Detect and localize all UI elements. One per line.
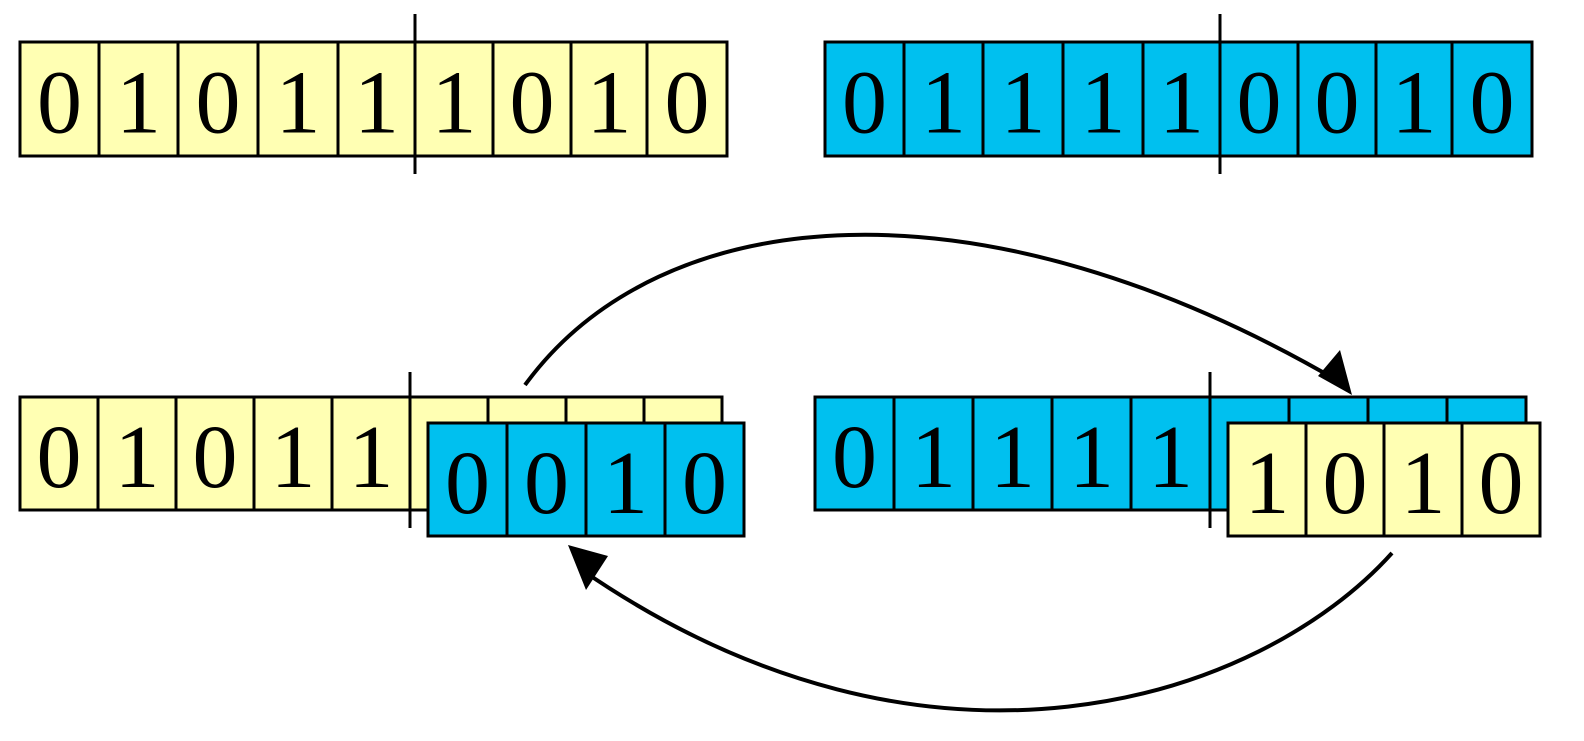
swap-arrow-bottom-head bbox=[568, 545, 608, 590]
parent-a-cell bbox=[491, 40, 573, 158]
parent-b-cell bbox=[1374, 40, 1454, 158]
parent-a-cell bbox=[176, 40, 260, 158]
parent-a-cell bbox=[569, 40, 649, 158]
parent-b-bit: 1 bbox=[1081, 54, 1126, 153]
offspring-b-tail-bit: 0 bbox=[1479, 434, 1524, 533]
offspring-a-tail-cell bbox=[505, 421, 588, 538]
offspring-b-head-bit: 1 bbox=[1069, 408, 1114, 507]
parent-b-cell bbox=[823, 40, 906, 158]
offspring-a-tail-bit: 0 bbox=[524, 434, 569, 533]
parent-a-bit: 1 bbox=[276, 54, 321, 153]
parent-b-bit: 1 bbox=[921, 54, 966, 153]
parent-a-bit: 0 bbox=[510, 54, 555, 153]
swap-arrow-top bbox=[523, 232, 1347, 387]
offspring-a-head-cell bbox=[96, 395, 178, 512]
parent-a-cell bbox=[336, 40, 417, 158]
parent-b-bit: 1 bbox=[1001, 54, 1046, 153]
offspring-a-head-bit: 1 bbox=[349, 408, 394, 507]
parent-a-bit: 0 bbox=[196, 54, 241, 153]
parent-b-cell bbox=[1296, 40, 1378, 158]
parent-a-cell bbox=[645, 40, 729, 158]
parent-a-bit: 0 bbox=[37, 54, 82, 153]
offspring-b-head-cell bbox=[892, 395, 975, 512]
parent-a-bit: 1 bbox=[354, 54, 399, 153]
parent-b-bit: 0 bbox=[1470, 54, 1515, 153]
parent-b-cell bbox=[902, 40, 985, 158]
parent-b-bit: 0 bbox=[842, 54, 887, 153]
offspring-b-tail-cell bbox=[1460, 421, 1542, 538]
offspring-b-head-bit: 0 bbox=[832, 408, 877, 507]
offspring-a-head-cell bbox=[330, 395, 412, 512]
parent-a-bit: 1 bbox=[587, 54, 632, 153]
parent-a-bit: 1 bbox=[432, 54, 477, 153]
offspring-a-head-bit: 1 bbox=[271, 408, 316, 507]
offspring-b-head-cell bbox=[1050, 395, 1133, 512]
offspring-b-tail-cell bbox=[1226, 421, 1308, 538]
parent-a-cell bbox=[97, 40, 180, 158]
parent-b-bit: 0 bbox=[1315, 54, 1360, 153]
offspring-b-tail-bit: 0 bbox=[1323, 434, 1368, 533]
offspring-a-tail-bit: 0 bbox=[682, 434, 727, 533]
parent-a-bit: 1 bbox=[116, 54, 161, 153]
parent-b-cell bbox=[1450, 40, 1534, 158]
offspring-a-tail-cell bbox=[584, 421, 667, 538]
parent-b-bit: 0 bbox=[1237, 54, 1282, 153]
offspring-b-head-bit: 1 bbox=[1148, 408, 1193, 507]
offspring-b-tail-cell bbox=[1304, 421, 1386, 538]
offspring-b-tail-bit: 1 bbox=[1245, 434, 1290, 533]
swap-arrow-top-head bbox=[1318, 350, 1352, 395]
offspring-b-tail-bit: 1 bbox=[1401, 434, 1446, 533]
parent-a-bit: 0 bbox=[665, 54, 710, 153]
offspring-a-tail-bit: 1 bbox=[603, 434, 648, 533]
offspring-b-tail-cell bbox=[1382, 421, 1464, 538]
parent-b-cell bbox=[1061, 40, 1145, 158]
offspring-a-head-cell bbox=[174, 395, 256, 512]
offspring-a-head-bit: 0 bbox=[193, 408, 238, 507]
offspring-a-head-cell bbox=[252, 395, 334, 512]
parent-b-bit: 1 bbox=[1392, 54, 1437, 153]
parent-b-bit: 1 bbox=[1159, 54, 1204, 153]
parent-b-cell bbox=[1141, 40, 1222, 158]
offspring-a-head-bit: 1 bbox=[115, 408, 160, 507]
offspring-a-head-bit: 0 bbox=[37, 408, 82, 507]
parent-a-cell bbox=[18, 40, 101, 158]
offspring-b-head-bit: 1 bbox=[911, 408, 956, 507]
offspring-a-tail-bit: 0 bbox=[445, 434, 490, 533]
offspring-b-head-bit: 1 bbox=[990, 408, 1035, 507]
offspring-a-tail-cell bbox=[663, 421, 746, 538]
swap-arrow-bottom bbox=[580, 551, 1394, 713]
